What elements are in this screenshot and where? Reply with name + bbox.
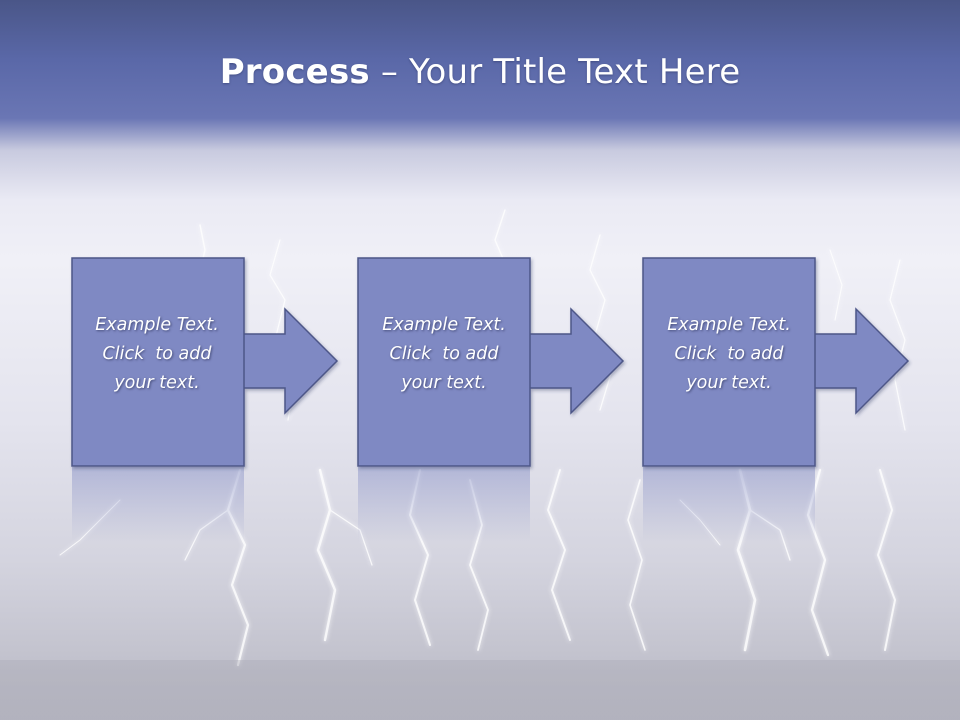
- step-2-text[interactable]: Example Text. Click to add your text.: [358, 311, 530, 398]
- step-3-box: [642, 257, 816, 467]
- step-1-arrow-icon: [242, 307, 339, 415]
- step-1-line-1: Example Text.: [95, 315, 219, 335]
- step-1-text[interactable]: Example Text. Click to add your text.: [71, 311, 243, 398]
- step-3-shape[interactable]: [642, 257, 910, 467]
- step-2-arrow-icon: [528, 307, 625, 415]
- step-2-shape[interactable]: [357, 257, 625, 467]
- title-bold: Process: [219, 52, 370, 92]
- step-1-box: [71, 257, 245, 467]
- step-2-line-1: Example Text.: [382, 315, 506, 335]
- step-2-box: [357, 257, 531, 467]
- step-3-text[interactable]: Example Text. Click to add your text.: [643, 311, 815, 398]
- step-1-reflection: [72, 467, 244, 542]
- step-3-line-2: Click to add: [674, 344, 784, 364]
- step-2-line-3: your text.: [401, 373, 487, 393]
- step-3-line-1: Example Text.: [667, 315, 791, 335]
- slide-title[interactable]: Process – Your Title Text Here: [0, 52, 960, 92]
- step-3-arrow-icon: [813, 307, 910, 415]
- step-1-line-2: Click to add: [102, 344, 212, 364]
- step-3-line-3: your text.: [686, 373, 772, 393]
- step-3-reflection: [643, 467, 815, 542]
- step-1-shape[interactable]: [71, 257, 339, 467]
- city-horizon: [0, 660, 960, 720]
- title-rest: – Your Title Text Here: [369, 52, 741, 92]
- step-2-line-2: Click to add: [389, 344, 499, 364]
- step-2-reflection: [358, 467, 530, 542]
- step-1-line-3: your text.: [114, 373, 200, 393]
